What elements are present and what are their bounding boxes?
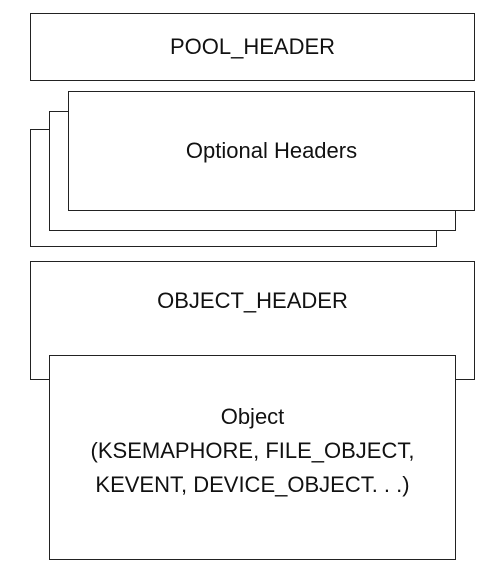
pool-header-box: POOL_HEADER [30, 13, 475, 81]
optional-headers-label: Optional Headers [185, 138, 358, 163]
optional-header-card-front: Optional Headers [68, 91, 475, 211]
object-box: Object (KSEMAPHORE, FILE_OBJECT, KEVENT,… [49, 355, 456, 560]
pool-header-label: POOL_HEADER [169, 34, 336, 59]
object-header-label: OBJECT_HEADER [157, 288, 348, 313]
object-label: Object (KSEMAPHORE, FILE_OBJECT, KEVENT,… [90, 404, 415, 497]
